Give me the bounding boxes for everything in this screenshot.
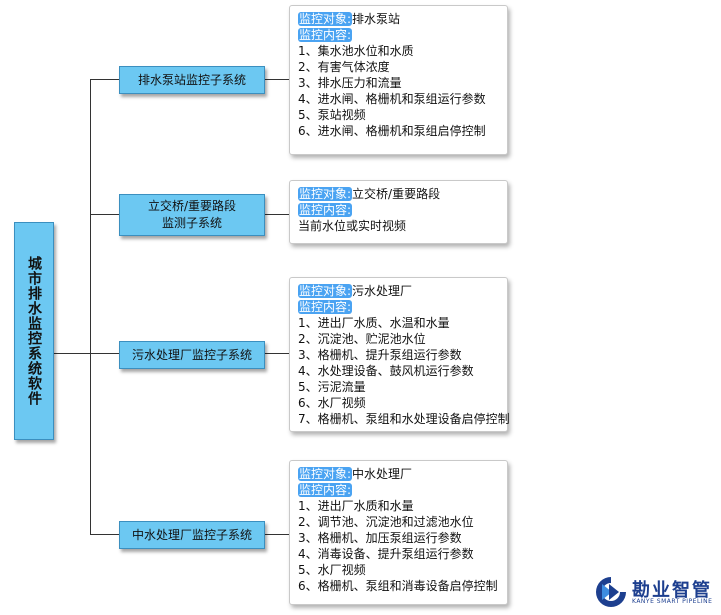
root-connector (52, 353, 90, 354)
list-item: 6、格栅机、泵组和消毒设备启停控制 (298, 579, 498, 593)
subsystem-label: 排水泵站监控子系统 (137, 72, 246, 87)
list-item: 3、排水压力和流量 (298, 76, 402, 90)
content-row: 监控内容: (298, 482, 499, 498)
brand-subtitle: KANYE SMART PIPELINE (632, 598, 713, 605)
list-item: 4、消毒设备、提升泵组运行参数 (298, 547, 474, 561)
content-tag: 监控内容: (298, 483, 353, 497)
subsystem-label: 中水处理厂监控子系统 (131, 527, 252, 542)
content-row: 监控内容: (298, 299, 499, 315)
detail-reclaimed-plant: 监控对象:中水处理厂 监控内容: 1、进出厂水质和水量 2、调节池、沉淀池和过滤… (289, 460, 508, 605)
detail-sewage-plant: 监控对象:污水处理厂 监控内容: 1、进出厂水质、水温和水量 2、沉淀池、贮泥池… (289, 277, 510, 432)
object-tag: 监控对象: (298, 467, 353, 481)
content-tag: 监控内容: (298, 203, 353, 217)
subsystem-pump-station: 排水泵站监控子系统 (119, 66, 265, 94)
object-value: 立交桥/重要路段 (352, 187, 441, 201)
list-item: 1、进出厂水质和水量 (298, 499, 414, 513)
detail-pump-station: 监控对象:排水泵站 监控内容: 1、集水池水位和水质 2、有害气体浓度 3、排水… (289, 5, 508, 155)
subsystem-reclaimed-plant: 中水处理厂监控子系统 (119, 521, 265, 549)
list-item: 3、格栅机、提升泵组运行参数 (298, 348, 462, 362)
brand-name: 勘业智管 (632, 580, 712, 601)
list-item: 5、污泥流量 (298, 380, 366, 394)
list-item: 7、格栅机、泵组和水处理设备启停控制 (298, 412, 510, 426)
content-tag: 监控内容: (298, 300, 353, 314)
subsystem-sewage-plant: 污水处理厂监控子系统 (119, 341, 265, 369)
object-tag: 监控对象: (298, 12, 353, 26)
content-tag: 监控内容: (298, 28, 353, 42)
list-item: 3、格栅机、加压泵组运行参数 (298, 531, 462, 545)
object-value: 中水处理厂 (352, 467, 413, 481)
object-row: 监控对象:立交桥/重要路段 (298, 186, 499, 202)
root-label: 城市排水监控系统软件 (26, 256, 42, 406)
object-value: 污水处理厂 (352, 284, 413, 298)
object-value: 排水泵站 (352, 12, 401, 26)
list-item: 2、有害气体浓度 (298, 60, 390, 74)
list-item: 1、集水池水位和水质 (298, 44, 414, 58)
root-node: 城市排水监控系统软件 (14, 222, 54, 440)
brand-logo: 勘业智管 KANYE SMART PIPELINE (594, 575, 718, 613)
detail-overpass: 监控对象:立交桥/重要路段 监控内容: 当前水位或实时视频 (289, 180, 508, 244)
branch-1 (90, 79, 119, 80)
trunk-line (90, 79, 91, 534)
object-tag: 监控对象: (298, 284, 353, 298)
branch-2 (90, 214, 119, 215)
list-item: 当前水位或实时视频 (298, 219, 407, 233)
kanye-logo-icon (596, 577, 626, 607)
branch-3 (90, 353, 119, 354)
list-item: 2、沉淀池、贮泥池水位 (298, 332, 426, 346)
object-row: 监控对象:排水泵站 (298, 11, 499, 27)
list-item: 4、进水闸、格栅机和泵组运行参数 (298, 92, 486, 106)
subsystem-label-line-2: 监测子系统 (161, 216, 222, 230)
list-item: 5、水厂视频 (298, 563, 366, 577)
object-tag: 监控对象: (298, 187, 353, 201)
link-4 (263, 534, 289, 535)
link-2 (263, 214, 289, 215)
subsystem-label-line-1: 立交桥/重要路段 (147, 199, 237, 213)
list-item: 4、水处理设备、鼓风机运行参数 (298, 364, 474, 378)
branch-4 (90, 534, 119, 535)
link-3 (263, 353, 289, 354)
list-item: 1、进出厂水质、水温和水量 (298, 316, 450, 330)
object-row: 监控对象:中水处理厂 (298, 466, 499, 482)
list-item: 6、水厂视频 (298, 396, 366, 410)
subsystem-overpass: 立交桥/重要路段 监测子系统 (119, 194, 265, 236)
list-item: 5、泵站视频 (298, 108, 366, 122)
content-row: 监控内容: (298, 27, 499, 43)
subsystem-label: 污水处理厂监控子系统 (131, 347, 252, 362)
content-row: 监控内容: (298, 202, 499, 218)
object-row: 监控对象:污水处理厂 (298, 283, 499, 299)
list-item: 2、调节池、沉淀池和过滤池水位 (298, 515, 474, 529)
link-1 (263, 79, 289, 80)
list-item: 6、进水闸、格栅机和泵组启停控制 (298, 124, 486, 138)
